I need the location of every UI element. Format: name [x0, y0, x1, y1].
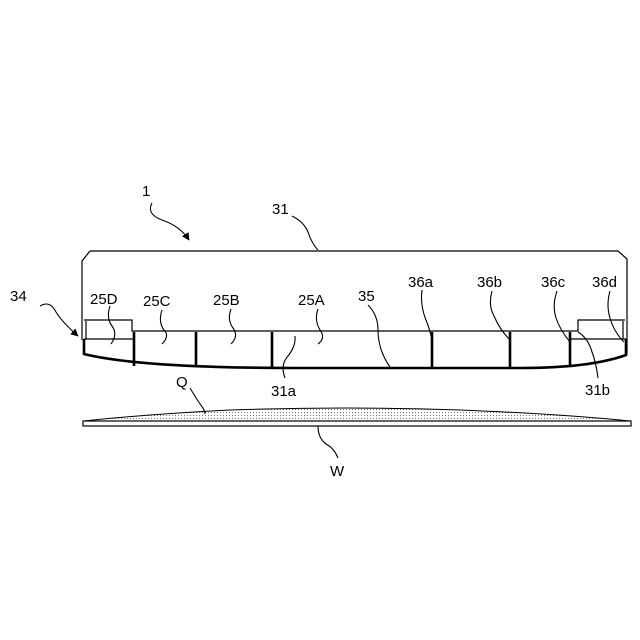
label-region-25c: 25C: [143, 293, 171, 310]
wafer-w: [83, 421, 631, 426]
label-nozzle-unit-34: 34: [10, 288, 27, 305]
label-partition-36a: 36a: [408, 274, 434, 291]
cavity-top-line: [84, 320, 625, 331]
leader-1: [150, 203, 189, 240]
label-recess-31a: 31a: [271, 383, 297, 400]
label-region-25b: 25B: [213, 292, 240, 309]
leader-w: [318, 426, 338, 458]
leader-q: [190, 388, 205, 414]
leader-25b: [229, 309, 235, 344]
leader-36b: [490, 291, 510, 340]
label-partition-36d: 36d: [592, 274, 617, 291]
label-bottom-surface-35: 35: [358, 288, 375, 305]
label-partition-36c: 36c: [541, 274, 566, 291]
leader-25c: [160, 310, 166, 344]
label-wafer-w: W: [330, 463, 345, 480]
leader-35: [368, 305, 390, 367]
leader-36a: [422, 290, 433, 340]
label-device-1: 1: [142, 183, 150, 200]
bottom-surface-35: [84, 339, 626, 368]
leader-36d: [608, 291, 624, 342]
label-recess-31b: 31b: [585, 382, 610, 399]
label-region-25a: 25A: [298, 292, 325, 309]
label-liquid-film-q: Q: [176, 374, 188, 391]
label-region-25d: 25D: [90, 291, 118, 308]
liquid-film-q: [84, 408, 630, 421]
label-partition-36b: 36b: [477, 274, 502, 291]
leader-31a: [283, 336, 295, 378]
leader-25d: [108, 306, 114, 344]
label-housing-31: 31: [272, 201, 289, 218]
leader-34: [40, 304, 78, 336]
leader-36c: [554, 291, 570, 342]
leader-31: [292, 216, 318, 250]
leader-25a: [316, 309, 322, 344]
